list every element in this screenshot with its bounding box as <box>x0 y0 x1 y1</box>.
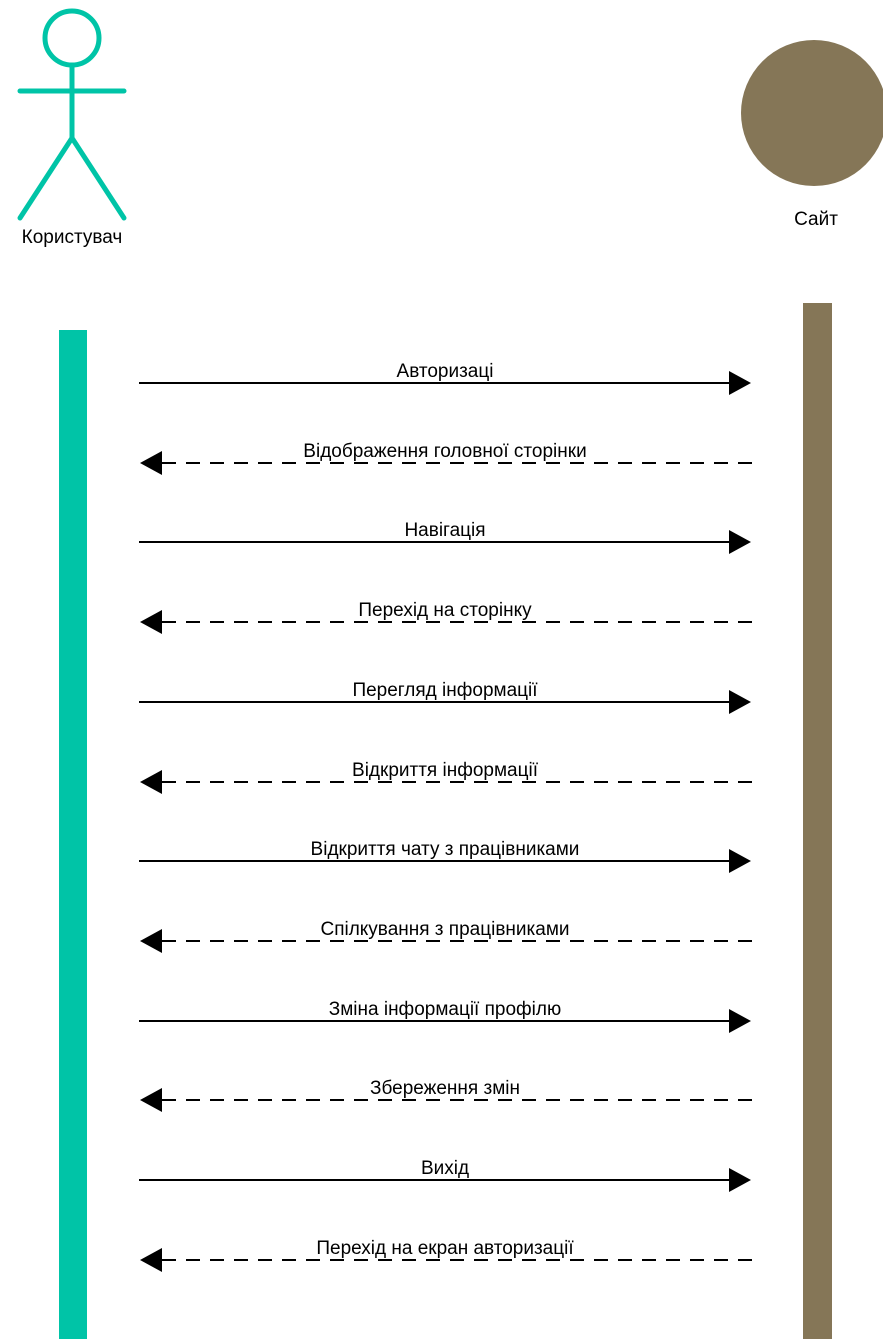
message-12: Перехід на екран авторизації <box>140 1238 752 1272</box>
message-label: Зміна інформації профілю <box>329 999 561 1020</box>
message-label: Відображення головної сторінки <box>303 441 586 462</box>
message-2: Відображення головної сторінки <box>140 441 752 475</box>
arrowhead-left-icon <box>140 770 162 794</box>
message-label: Авторизаці <box>397 361 494 382</box>
site-lifeline <box>803 303 832 1339</box>
message-7: Відкриття чату з працівниками <box>139 839 751 873</box>
message-label: Відкриття інформації <box>352 760 539 781</box>
message-11: Вихід <box>139 1158 751 1192</box>
arrowhead-right-icon <box>729 849 751 873</box>
message-label: Перегляд інформації <box>352 680 538 701</box>
message-10: Збереження змін <box>140 1078 752 1112</box>
arrowhead-left-icon <box>140 1248 162 1272</box>
arrowhead-right-icon <box>729 530 751 554</box>
message-label: Відкриття чату з працівниками <box>311 839 580 860</box>
message-label: Перехід на екран авторизації <box>316 1238 574 1259</box>
message-9: Зміна інформації профілю <box>139 999 751 1033</box>
site-entity-label: Сайт <box>794 209 838 230</box>
message-label: Навігація <box>404 520 485 541</box>
arrowhead-left-icon <box>140 929 162 953</box>
user-lifeline <box>59 330 87 1339</box>
message-5: Перегляд інформації <box>139 680 751 714</box>
arrowhead-right-icon <box>729 371 751 395</box>
arrowhead-left-icon <box>140 1088 162 1112</box>
message-label: Збереження змін <box>370 1078 520 1099</box>
message-3: Навігація <box>139 520 751 554</box>
user-actor-label: Користувач <box>22 227 123 248</box>
arrowhead-right-icon <box>729 1168 751 1192</box>
arrowhead-left-icon <box>140 451 162 475</box>
arrowhead-left-icon <box>140 610 162 634</box>
message-6: Відкриття інформації <box>140 760 752 794</box>
user-actor-icon <box>17 8 127 221</box>
message-label: Перехід на сторінку <box>358 600 532 621</box>
message-1: Авторизаці <box>139 361 751 395</box>
arrowhead-right-icon <box>729 1009 751 1033</box>
message-8: Спілкування з працівниками <box>140 919 752 953</box>
message-label: Спілкування з працівниками <box>320 919 569 940</box>
arrowhead-right-icon <box>729 690 751 714</box>
message-4: Перехід на сторінку <box>140 600 752 634</box>
message-label: Вихід <box>421 1158 469 1179</box>
site-entity-icon <box>741 40 883 186</box>
